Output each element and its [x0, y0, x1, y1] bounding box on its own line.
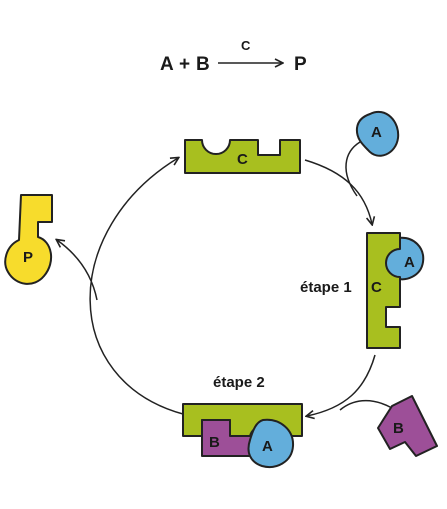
arrow-b-binding — [339, 399, 393, 411]
step2-complex: étape 2 B A — [182, 374, 303, 468]
step2-molecule-b-label: B — [209, 434, 220, 451]
equation-plus: + — [179, 54, 190, 75]
arrow-c-to-step1 — [304, 159, 372, 224]
molecule-b-free: B — [377, 395, 438, 457]
arrow-a-binding — [345, 141, 361, 197]
step1-complex: C A étape 1 — [300, 232, 425, 349]
arrow-step2-to-c — [89, 158, 184, 415]
step1-molecule-a-label: A — [404, 254, 415, 271]
step1-catalyst-label: C — [371, 279, 382, 296]
equation-catalyst: C — [241, 38, 251, 53]
product-p: P — [4, 194, 53, 285]
product-p-label: P — [23, 249, 33, 266]
step1-catalyst-shape — [366, 232, 401, 349]
step2-molecule-a-shape — [247, 418, 295, 468]
step1-label: étape 1 — [300, 279, 352, 296]
arrow-step1-to-step2 — [307, 354, 376, 416]
molecule-a-label: A — [371, 124, 382, 141]
equation-reactant-a: A — [160, 54, 174, 75]
equation-product: P — [294, 54, 307, 75]
catalyst-c-label: C — [237, 151, 248, 168]
molecule-a-shape — [355, 111, 400, 157]
step2-molecule-a-label: A — [262, 438, 273, 455]
molecule-b-shape — [377, 395, 438, 457]
molecule-a-free: A — [355, 111, 400, 157]
equation-reactant-b: B — [196, 54, 210, 75]
arrow-release-p — [57, 240, 98, 301]
reaction-equation: A + B C P — [160, 38, 307, 75]
product-p-shape — [4, 194, 53, 285]
step2-label: étape 2 — [213, 374, 265, 391]
catalyst-c-shape — [184, 139, 301, 174]
molecule-b-label: B — [393, 420, 404, 437]
catalyst-free: C — [184, 139, 301, 174]
